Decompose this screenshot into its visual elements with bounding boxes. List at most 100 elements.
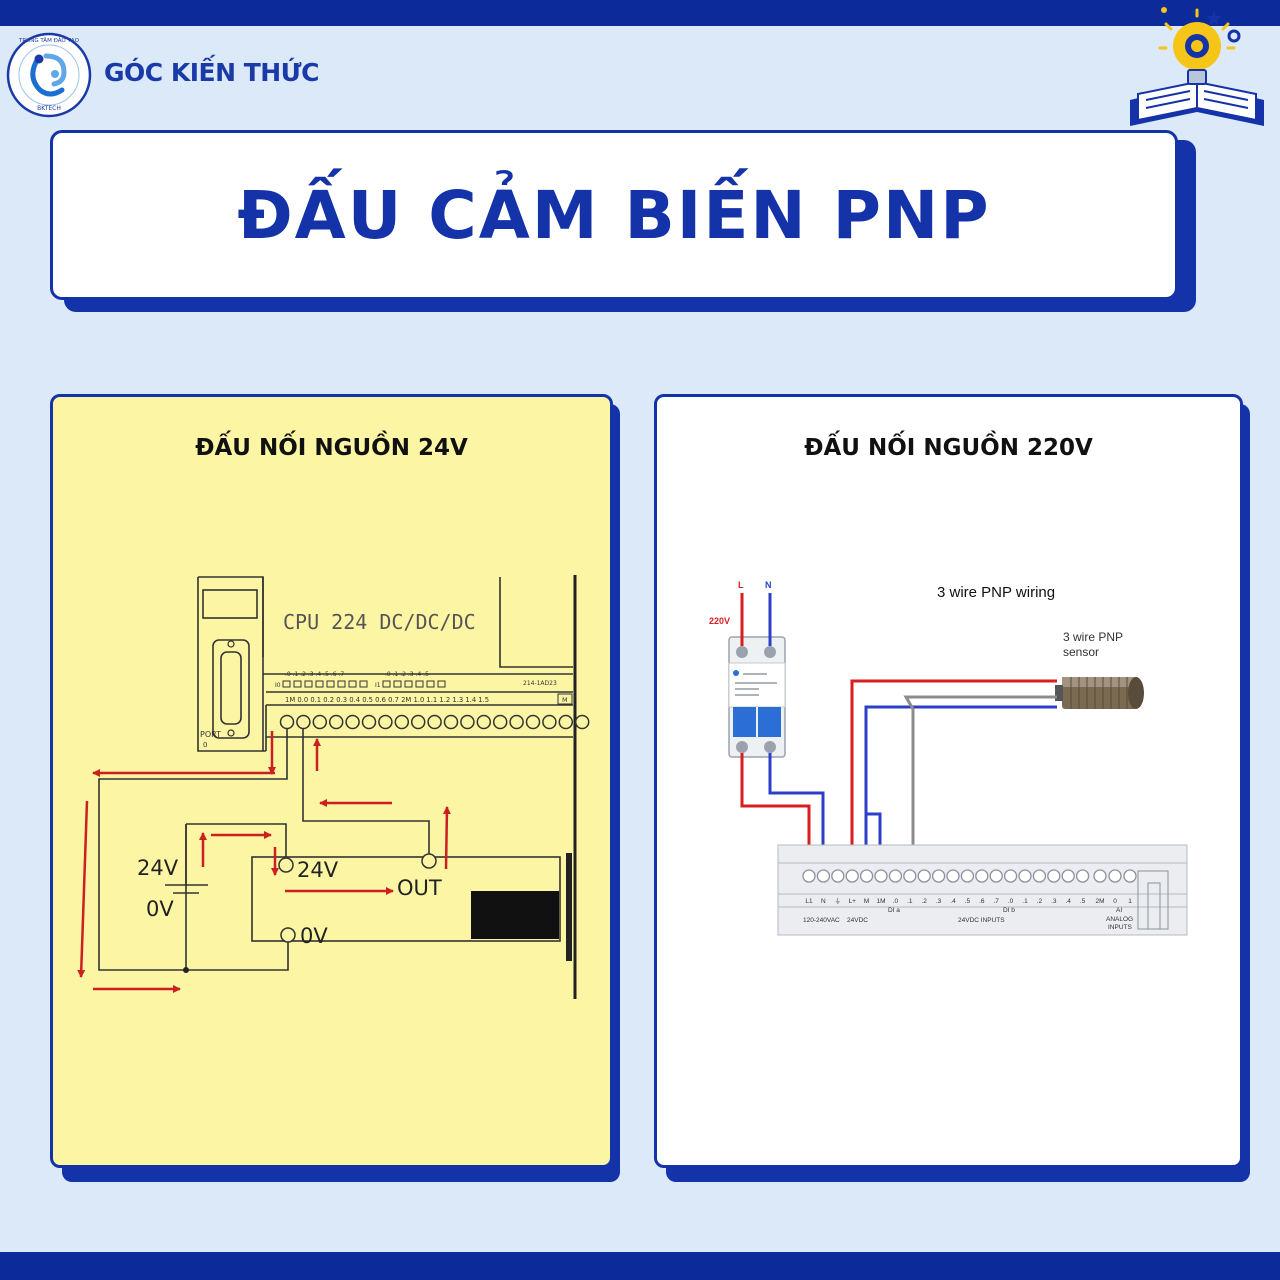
group-inputs-label: 24VDC INPUTS [958,917,1005,924]
input-led-row [282,680,446,688]
sensor-label-line1: 3 wire PNP [1063,630,1123,644]
plc-terminal-label: .3 [1051,898,1057,905]
right-panel: ĐẤU NỐI NGUỒN 220V 3 wire PNP wiring 3 w… [654,394,1243,1168]
plc-terminal-screw [1032,869,1047,883]
plc-terminal-screw [460,714,475,730]
plc-terminal-label: .1 [1022,898,1028,905]
sensor-0v-label: 0V [300,924,328,948]
plc-terminal-screws [802,869,1137,883]
supply-24v-label: 24V [137,856,179,880]
plc-terminal-screw [378,714,393,730]
plc-terminal-screw [917,869,931,883]
plc-terminal-screw [542,714,557,730]
plc-terminal-label: 1 [1128,898,1132,905]
plc-terminal-label: ⏚ [835,897,842,905]
sensor-label-line2: sensor [1063,645,1099,659]
group-dia-label: DI a [888,907,900,914]
plc-terminal-screw [1061,869,1075,883]
plc-terminal-screw [874,869,888,883]
plc-terminal-screw [525,714,541,730]
port-number: 0 [203,741,207,749]
i0-label: I0 [275,682,281,689]
diagram-title: 3 wire PNP wiring [937,584,1055,601]
plc-terminal-label: L1 [805,898,813,905]
plc-terminal-label: .0 [1008,898,1014,905]
plc-terminal-screw [427,714,442,730]
line-l-label: L [738,580,744,590]
plc-terminal-label: .7 [993,898,999,905]
page-title: ĐẤU CẢM BIẾN PNP [237,176,991,254]
line-n-label: N [765,580,772,590]
current-flow-arrows [77,731,451,993]
voltage-label: 220V [709,616,730,626]
top-band [0,0,1280,26]
left-panel: ĐẤU NỐI NGUỒN 24V PORT 0 CPU 224 [50,394,613,1168]
plc-terminal-screw [845,869,859,883]
plc-terminal-label: 2M [1095,898,1104,905]
plc-terminal-screw [328,714,344,730]
group-ai-label: AI [1116,907,1122,914]
plc-terminal-screw [443,714,459,730]
supply-0v-label: 0V [146,897,174,921]
logo-sub-text: BKTECH [37,105,61,112]
plc-terminal-screw [492,714,508,730]
plc-terminal-label: .2 [921,898,927,905]
plc-terminal-strip [777,844,1188,936]
plc-terminal-label: .5 [965,898,971,905]
plc-terminal-screw [1123,869,1137,883]
plc-terminal-screw [931,869,946,883]
circuit-breaker [728,636,786,758]
plc-terminal-screw [1018,869,1032,883]
plc-terminal-screw [903,869,917,883]
plc-terminal-screw [410,714,426,730]
pnp-24v-wiring-diagram: PORT 0 CPU 224 DC/DC/DC I0 .0 .1 .2 .3 .… [77,575,590,999]
plc-terminal-screw [558,714,574,730]
plc-terminal-label: .4 [950,898,956,905]
title-box: ĐẤU CẢM BIẾN PNP [50,130,1178,300]
i1-label: I1 [375,682,381,689]
plc-terminal-label: .2 [1037,898,1043,905]
plc-terminal-row [279,714,590,730]
plc-terminal-screw [1075,869,1090,883]
plc-terminal-label: .4 [1065,898,1071,905]
bottom-band [0,1252,1280,1280]
group-dib-label: DI b [1003,907,1015,914]
group-dc-label: 24VDC [847,917,868,924]
plc-terminal-screw [1047,869,1061,883]
plc-terminal-screw [312,714,328,730]
plc-terminal-screw [816,869,831,883]
plc-terminal-screw [1003,869,1018,883]
terminal-m: M [562,696,568,704]
plc-terminal-screw [476,714,492,730]
plc-terminal-screw [960,869,975,883]
plc-terminal-screw [989,869,1003,883]
plc-model: CPU 224 DC/DC/DC [283,610,476,634]
bktech-logo: TRUNG TÂM ĐÀO TẠO BKTECH [6,32,92,118]
plc-terminal-label: .5 [1080,898,1086,905]
plc-terminal-screw [394,714,410,730]
plc-terminal-screw [831,869,845,883]
plc-terminal-label: .6 [979,898,985,905]
terminal-labels: 1M 0.0 0.1 0.2 0.3 0.4 0.5 0.6 0.7 2M 1.… [285,696,489,704]
plc-terminal-label: N [821,898,826,905]
sensor-power-wires [740,593,1057,873]
i1-addresses: .0 .1 .2 .3 .4 .5 [385,671,429,678]
group-analog-label-1: ANALOG [1106,916,1133,923]
sensor-24v-label: 24V [297,858,339,882]
pnp-220v-wiring-diagram: 3 wire PNP wiring 3 wire PNP sensor L N … [709,580,1188,936]
plc-terminal-screw [802,869,816,883]
plc-terminal-label: M [864,898,869,905]
plc-terminal-screw [888,869,903,883]
plc-terminal-label: 0 [1113,898,1117,905]
plc-terminal-screw [279,714,295,730]
group-analog-label-2: INPUTS [1108,924,1133,931]
part-number: 214-1AD23 [523,680,557,687]
book-lightbulb-icon [1130,7,1264,126]
black-wires [98,728,561,971]
sensor-out-label: OUT [397,876,442,900]
plc-terminal-label: .3 [936,898,942,905]
plc-terminal-label: .0 [893,898,899,905]
i0-addresses: .0 .1 .2 .3 .4 .5 .6 .7 [285,671,344,678]
plc-terminal-label: L+ [848,898,856,905]
